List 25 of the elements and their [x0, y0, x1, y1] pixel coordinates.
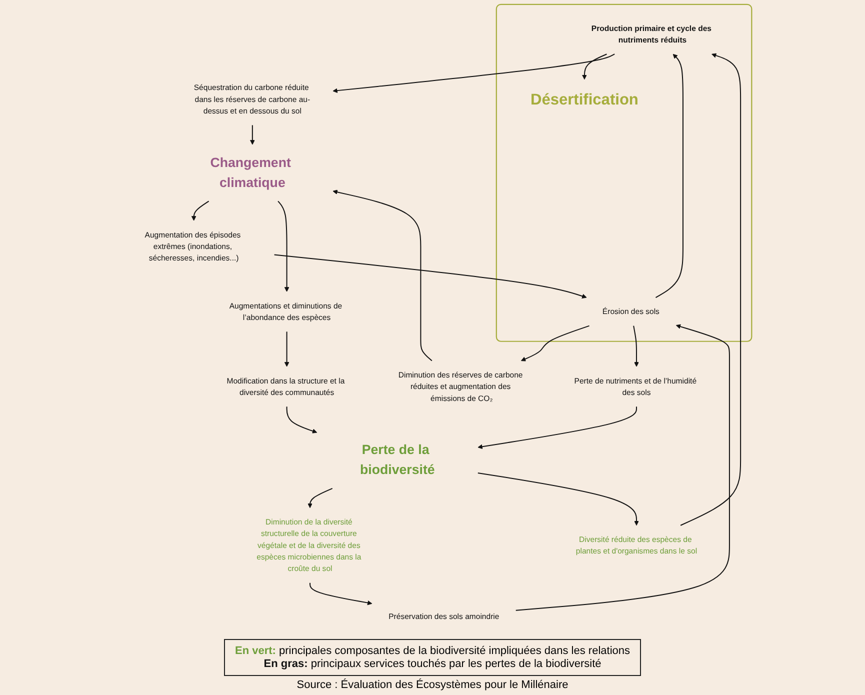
arrow [332, 54, 616, 94]
arrow [582, 54, 608, 80]
node-text: Perte de la biodiversité [360, 442, 435, 478]
arrow [286, 406, 318, 434]
legend-text: En gras: principaux services touchés par les pertes de la biodiversité [262, 658, 602, 670]
arrow [477, 472, 639, 526]
arrow [310, 582, 372, 606]
arrow [478, 406, 637, 450]
arrow [633, 325, 639, 367]
arrow [655, 54, 684, 298]
arrow [191, 200, 210, 221]
arrow [284, 331, 290, 367]
arrow [308, 488, 333, 508]
node-text: Changement climatique [210, 155, 291, 190]
legend-text: En vert: principales composantes de la biodiversité impliquées dans les relations [235, 645, 630, 657]
cluster [496, 4, 752, 342]
arrow [515, 324, 730, 611]
arrow [250, 124, 255, 145]
arrow [278, 200, 290, 292]
caption: Source : Évaluation des Écosystèmes pour le Millénaire [296, 679, 568, 691]
arrow [520, 325, 590, 362]
node-text: Désertification [530, 90, 638, 108]
arrow [332, 190, 432, 362]
arrow [680, 53, 742, 526]
arrow [274, 254, 587, 298]
